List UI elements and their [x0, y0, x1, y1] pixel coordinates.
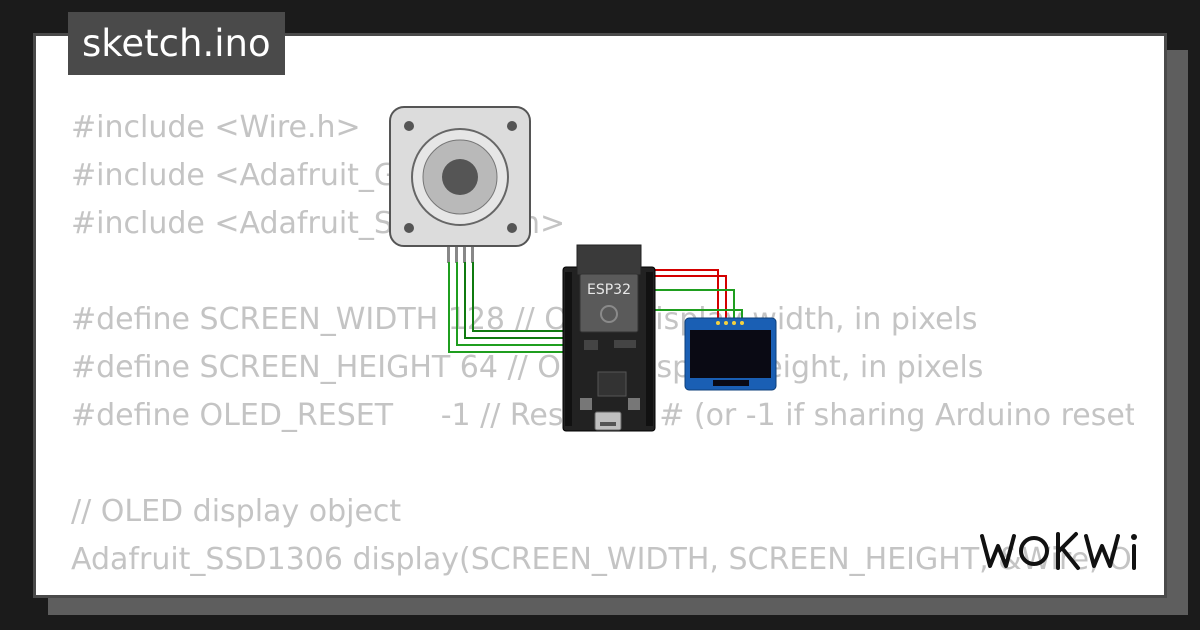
motor-leads: [447, 243, 474, 263]
esp32-label: ESP32: [587, 282, 631, 298]
wire-motor-b: [456, 262, 570, 346]
file-tab[interactable]: sketch.ino: [68, 12, 285, 75]
oled-display[interactable]: [684, 317, 777, 391]
pin-header-right: [646, 272, 653, 426]
esp32-board[interactable]: ESP32: [562, 244, 656, 432]
pin-header-left: [565, 272, 572, 426]
wires: [448, 262, 743, 353]
wire-scl: [650, 289, 735, 320]
wokwi-logo: [980, 532, 1137, 570]
wire-motor-d: [472, 262, 570, 332]
wire-vcc: [650, 275, 727, 320]
code-line: #include <Wire.h>: [71, 110, 361, 145]
wire-motor-a: [448, 262, 570, 353]
code-line: #define OLED_RESET -1 // Reset pin # (or…: [71, 398, 1134, 433]
oled-pins: [716, 321, 744, 325]
wire-motor-c: [464, 262, 570, 339]
stepper-motor[interactable]: [389, 106, 531, 263]
wire-sda: [650, 309, 743, 320]
code-line: // OLED display object: [71, 494, 402, 529]
